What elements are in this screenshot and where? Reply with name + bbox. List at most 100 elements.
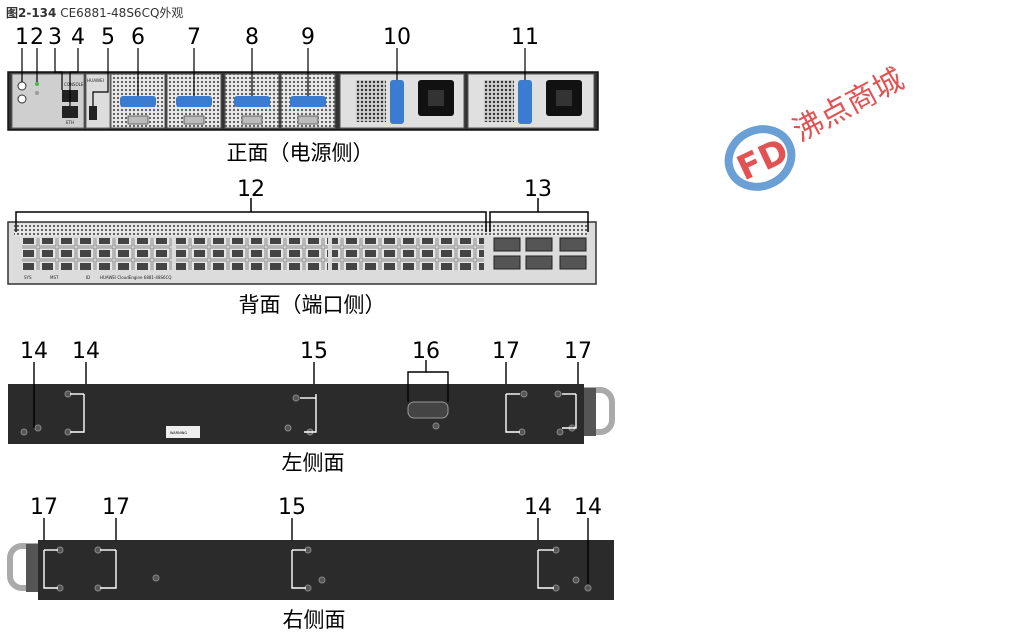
fan-handle [241,115,263,125]
back-mst-label: MST [50,275,59,280]
callout-number: 2 [30,25,44,50]
back-view-label: 背面（端口侧） [239,293,386,317]
callout-number: 1 [15,25,29,50]
callout-number: 17 [492,339,520,364]
callout-number: 15 [300,339,328,364]
status-led [35,82,39,86]
right-view-label: 右侧面 [283,608,346,632]
callout-number: 15 [278,495,306,520]
right-handle [7,543,38,591]
qsfp-port [559,255,587,270]
ground-terminal-icon [407,401,449,419]
psu-vent [484,80,514,122]
psu-handle-icon [390,80,404,124]
callout-number: 17 [564,339,592,364]
ground-screw-icon [17,81,27,91]
callout-number: 17 [102,495,130,520]
right-callout-lines [43,518,589,584]
callout-number: 14 [574,495,602,520]
back-sys-label: SYS [24,275,32,280]
power-socket-inner [428,90,444,106]
callout-number: 16 [412,339,440,364]
callout-number: 12 [237,177,265,202]
caption-text: CE6881-48S6CQ外观 [60,6,184,20]
left-view-label: 左侧面 [282,451,345,475]
figure-caption: 图2-134 CE6881-48S6CQ外观 [6,4,183,21]
right-callouts: 17 17 15 14 14 [30,495,602,520]
fan-handle [297,115,319,125]
qsfp-port [493,237,521,252]
callout-number: 3 [48,25,62,50]
left-side-chassis [8,384,584,444]
status-led [35,91,39,95]
brand-label: HUAWEI [87,78,104,83]
fan-modules [110,73,336,129]
callout-number: 4 [71,25,85,50]
right-side-view: 17 17 15 14 14 右侧面 [7,495,614,632]
right-inner-callout-lines [43,549,554,589]
back-id-label: ID [86,275,90,280]
right-handle-mount [26,544,38,592]
esd-jack-icon [17,94,27,104]
psu-handle-icon [518,80,532,124]
eth-port [62,106,78,118]
right-screws [56,546,592,592]
back-callout-brackets [15,198,589,232]
back-top-vent [14,224,588,236]
callout-number: 11 [511,25,539,50]
warning-sticker [166,426,200,438]
psu-vent [356,80,386,122]
sfp-port-group [332,238,484,270]
watermark-text: 沸点商城 [787,62,909,149]
fan-handle [183,115,205,125]
callout-number: 17 [30,495,58,520]
model-label: HUAWEI CloudEngine 6881-48S6CQ [100,275,172,280]
callout-number: 6 [131,25,145,50]
console-label: CONSOLE [64,82,84,87]
fan-label-icon [176,96,212,107]
fan-label-icon [120,96,156,107]
callout-number: 14 [524,495,552,520]
fan-handle [127,115,149,125]
fan-label-icon [290,96,326,107]
sfp-port-group [22,238,172,270]
callout-number: 13 [524,177,552,202]
watermark: FD 沸点商城 [724,62,910,191]
callout-number: 8 [245,25,259,50]
callout-number: 5 [101,25,115,50]
sfp-port-group [176,238,328,270]
front-view-label: 正面（电源侧） [227,141,374,165]
fan-label-icon [234,96,270,107]
front-view: CONSOLE ETH HUAWEI [7,25,599,165]
usb-port [89,106,97,120]
left-inner-callout-lines [70,393,577,433]
left-side-view: WARNING 14 14 15 16 17 17 左侧面 [8,339,615,475]
qsfp-port [525,237,553,252]
qsfp-port [525,255,553,270]
front-callout-lines [21,48,526,106]
callout-number: 7 [187,25,201,50]
power-modules [339,73,595,129]
callout-number: 9 [301,25,315,50]
callout-number: 14 [20,339,48,364]
qsfp-port-group [493,237,587,270]
callout-number: 14 [72,339,100,364]
warning-label: WARNING [170,431,187,435]
left-callout-lines [33,360,579,428]
back-view: SYS MST ID HUAWEI CloudEngine 6881-48S6C… [7,177,597,317]
watermark-logo-icon [724,125,796,191]
left-callouts: 14 14 15 16 17 17 [20,339,592,364]
eth-label: ETH [66,120,74,125]
left-handle-mount [584,388,596,436]
callout-number: 10 [383,25,411,50]
back-callouts: 12 13 [237,177,552,202]
qsfp-port [493,255,521,270]
left-handle [584,387,615,435]
right-side-chassis [38,540,614,600]
caption-id: 图2-134 [6,6,57,20]
qsfp-port [559,237,587,252]
power-socket-inner [556,90,572,106]
